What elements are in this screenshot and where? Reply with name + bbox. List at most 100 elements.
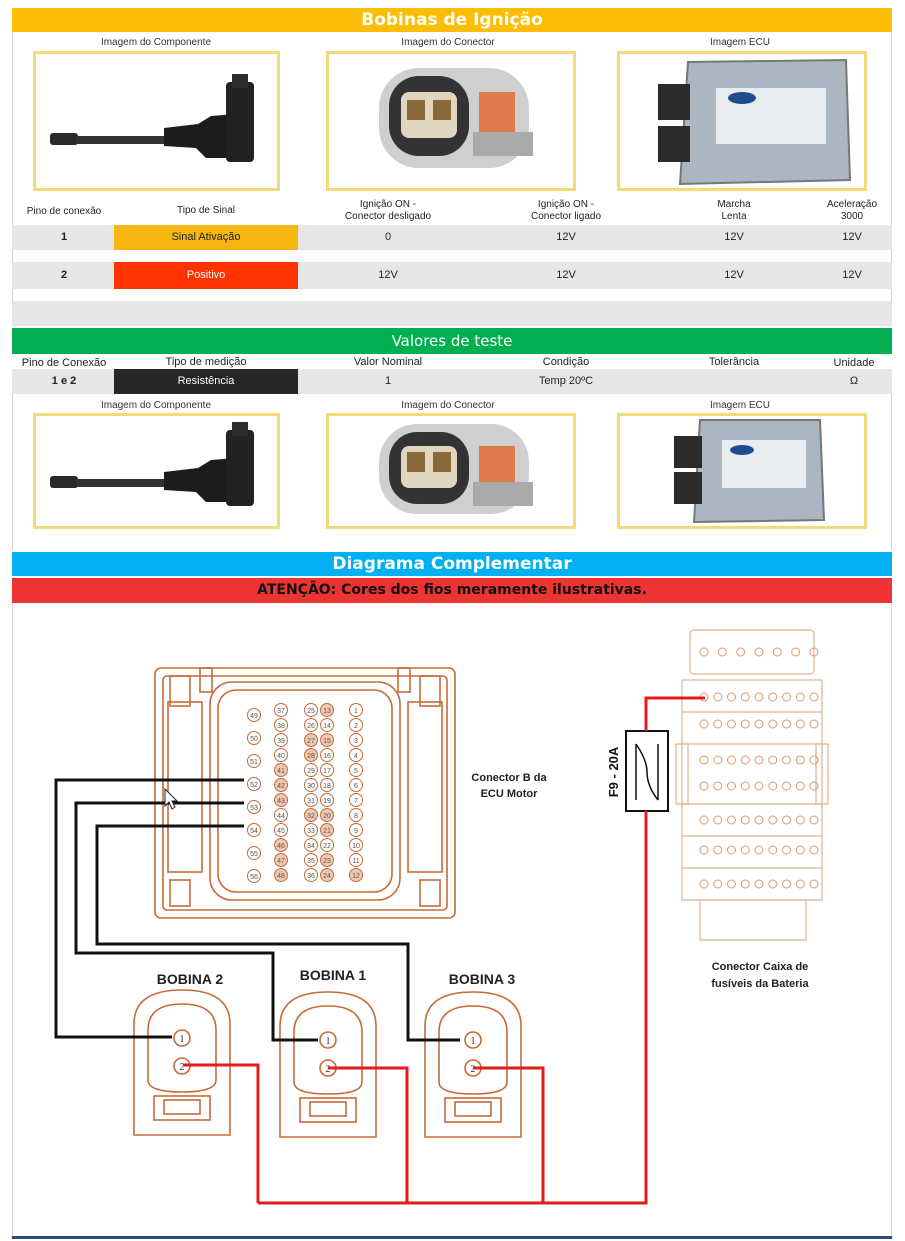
warning-banner: ATENÇÃO: Cores dos fios meramente ilustr… <box>12 578 892 603</box>
fusebox-pin <box>768 879 778 889</box>
ecu-pin-16 <box>320 748 334 762</box>
ecu-pin-3 <box>349 733 363 747</box>
row1-idle: 12V <box>724 231 744 243</box>
fusebox-pin <box>740 755 750 765</box>
ecu-pin-label-23: 23 <box>323 858 331 865</box>
row2-idle: 12V <box>724 269 744 281</box>
ecu-pin-49 <box>247 708 261 722</box>
header-connection-pin: Pino de Conexão <box>21 357 107 369</box>
fusebox-pin <box>699 781 709 791</box>
test-unit: Ω <box>849 375 859 387</box>
header-ignition-on-line1: Ignição ON - <box>537 199 595 210</box>
ecu-pin-13 <box>320 703 334 717</box>
ecu-pin-12 <box>349 868 363 882</box>
ecu-pin-11 <box>349 853 363 867</box>
ecu-pin-5 <box>349 763 363 777</box>
fusebox-pin <box>782 845 791 855</box>
ecu-pin-label-14: 14 <box>323 723 331 730</box>
ecu-pin-grid: 4950515253545556373839404142434445464748… <box>247 703 363 883</box>
fusebox-pin <box>795 719 805 729</box>
ecu-pin-label-30: 30 <box>307 783 315 790</box>
ecu-pin-30 <box>304 778 318 792</box>
ecu-pin-label-51: 51 <box>250 759 258 766</box>
fusebox-pin <box>809 647 819 657</box>
ecu-pin-31 <box>304 793 318 807</box>
ecu-pin-label-37: 37 <box>277 708 285 715</box>
coil-pin-label: 2 <box>180 1062 185 1073</box>
ecu-pin-51 <box>247 754 261 768</box>
connector-photo-icon <box>379 424 533 514</box>
header-unit: Unidade <box>833 357 875 369</box>
ecu-pin-label-8: 8 <box>354 813 358 820</box>
ecu-pin-label-32: 32 <box>307 813 315 820</box>
header-ignition-on-line2: Conector ligado <box>530 211 602 222</box>
fusebox-pin <box>717 647 727 657</box>
fusebox-pin <box>809 719 819 729</box>
caption-connector-image-2: Imagem do Conector <box>401 400 495 411</box>
fusebox-connector <box>675 629 829 941</box>
ecu-pin-label-44: 44 <box>277 813 285 820</box>
caption-connector-image: Imagem do Conector <box>401 37 495 48</box>
caption-ecu-image-2: Imagem ECU <box>709 400 770 411</box>
ecu-pin-label-52: 52 <box>250 782 258 789</box>
fusebox-pin <box>809 692 819 702</box>
fusebox-pin <box>754 719 764 729</box>
test-pin: 1 e 2 <box>51 375 77 387</box>
ecu-pin-9 <box>349 823 363 837</box>
ignition-coil-icon <box>50 74 254 162</box>
fusebox-pin <box>699 719 709 729</box>
ecu-image-frame <box>617 51 867 191</box>
ecu-pin-label-46: 46 <box>277 843 285 850</box>
ecu-pin-27 <box>304 733 318 747</box>
fusebox-pin <box>768 719 778 729</box>
fusebox-pin <box>795 845 805 855</box>
fusebox-pin <box>795 755 805 765</box>
fusebox-pin <box>809 755 819 765</box>
row2-ign-on: 12V <box>556 269 576 281</box>
ecu-pin-label-2: 2 <box>354 723 358 730</box>
wire-positive-bus <box>258 811 648 1205</box>
coil-pin <box>173 1029 191 1047</box>
fusebox-pin <box>754 815 764 825</box>
ecu-pin-label-6: 6 <box>354 783 358 790</box>
row2-accel: 12V <box>842 269 862 281</box>
table-footer-band <box>12 301 892 326</box>
header-signal-type: Tipo de Sinal <box>177 205 235 216</box>
red-wires <box>183 696 705 1205</box>
ecu-pin-label-31: 31 <box>307 798 315 805</box>
coil-connector-bobina-2: 12 <box>133 989 231 1136</box>
coil-pin-label: 1 <box>471 1036 476 1047</box>
fusebox-label-line2: fusíveis da Bateria <box>711 978 809 990</box>
fusebox-pin <box>782 719 791 729</box>
ecu-pin-label-26: 26 <box>307 723 315 730</box>
ecu-pin-label-35: 35 <box>307 858 315 865</box>
fusebox-pin <box>768 692 778 702</box>
ecu-pin-label-34: 34 <box>307 843 315 850</box>
section-title-diagram: Diagrama Complementar <box>12 552 892 576</box>
ecu-pin-42 <box>274 778 288 792</box>
fusebox-pin <box>699 755 709 765</box>
ecu-pin-22 <box>320 838 334 852</box>
header-tolerance: Tolerância <box>708 356 760 368</box>
fusebox-pin <box>727 755 736 765</box>
ecu-pin-label-4: 4 <box>354 753 358 760</box>
ecu-pin-label-20: 20 <box>323 813 331 820</box>
header-measure-type: Tipo de medição <box>165 356 247 368</box>
ecu-pin-35 <box>304 853 318 867</box>
row2-signal-badge: Positivo <box>114 262 298 289</box>
ecu-image-frame-2 <box>617 413 867 529</box>
fusebox-pin <box>809 845 819 855</box>
ecu-pin-8 <box>349 808 363 822</box>
ecu-pin-41 <box>274 763 288 777</box>
fusebox-pin <box>713 719 723 729</box>
ecu-pin-20 <box>320 808 334 822</box>
fusebox-label-line1: Conector Caixa de <box>712 961 809 973</box>
ecu-pin-label-36: 36 <box>307 873 315 880</box>
fusebox-pin <box>809 879 819 889</box>
fusebox-pin <box>754 879 764 889</box>
ecu-pin-19 <box>320 793 334 807</box>
ecu-pin-label-19: 19 <box>323 798 331 805</box>
ecu-pin-label-17: 17 <box>323 768 331 775</box>
caption-component-image: Imagem do Componente <box>100 37 212 48</box>
ecu-pin-50 <box>247 731 261 745</box>
